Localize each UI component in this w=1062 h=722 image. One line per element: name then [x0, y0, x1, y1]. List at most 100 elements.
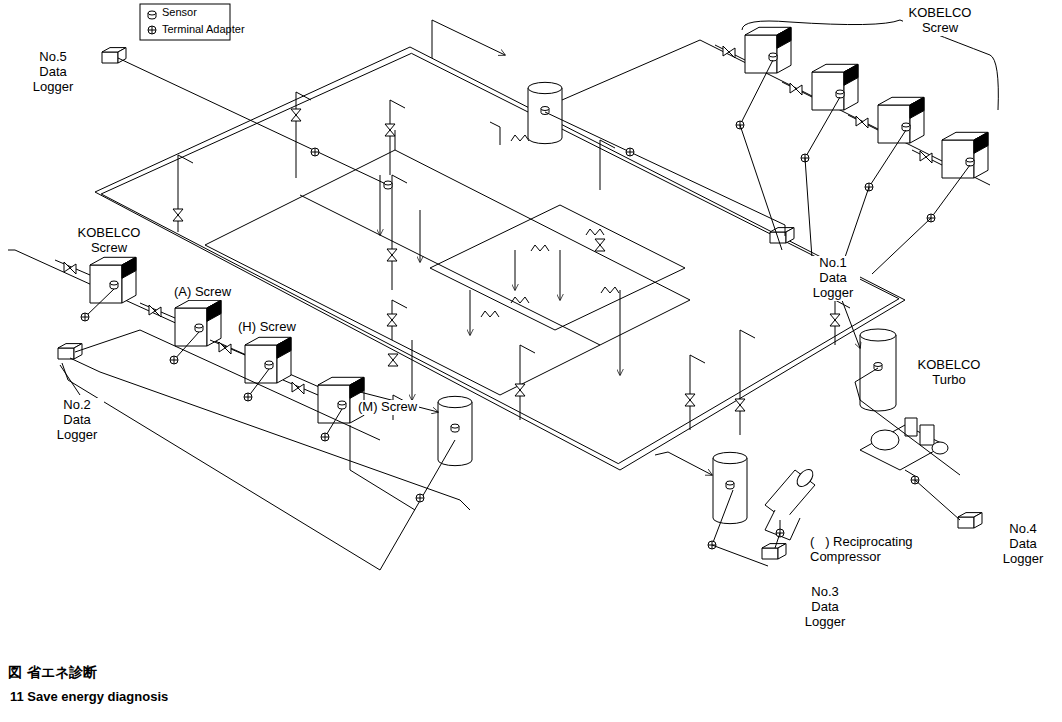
- valve-symbol: [387, 249, 397, 261]
- air-receiver-tank: [438, 402, 472, 466]
- pipe: [350, 425, 415, 510]
- pipe: [392, 300, 407, 340]
- part-label: No.3 Data Logger: [798, 585, 852, 630]
- pipe: [931, 165, 970, 218]
- valve-symbol: [735, 399, 745, 411]
- pipe: [740, 125, 782, 250]
- pipe: [520, 345, 535, 420]
- figure-caption: 図 省エネ診断: [8, 664, 97, 682]
- pipe: [490, 122, 500, 145]
- pipe: [390, 100, 405, 175]
- pipe: [712, 545, 768, 566]
- part-label: KOBELCO Screw: [903, 6, 977, 36]
- pipe: [775, 533, 780, 548]
- pipe: [655, 452, 712, 475]
- valve-symbol: [830, 314, 840, 326]
- black-band: [974, 132, 988, 153]
- pipe: [380, 175, 381, 235]
- valve-symbol: [64, 262, 76, 274]
- pipe: [620, 290, 621, 375]
- pipe: [869, 130, 906, 187]
- pipe: [392, 175, 407, 290]
- valve-symbol: [856, 116, 868, 128]
- valve-symbol: [387, 314, 397, 326]
- pipe: [470, 290, 471, 335]
- compressor-body: [102, 52, 118, 63]
- check-valve-symbol: [586, 229, 604, 235]
- terminal-adapter: [170, 356, 178, 364]
- pipe: [740, 60, 773, 125]
- terminal-adapter: [81, 313, 89, 321]
- pipe: [712, 490, 733, 545]
- air-receiver-tank: [713, 458, 747, 524]
- compressor-body: [58, 348, 74, 359]
- air-receiver-tank: [860, 335, 896, 411]
- check-valve-symbol: [511, 135, 529, 141]
- pipe: [560, 250, 561, 300]
- compressor-body: [812, 72, 844, 110]
- compressor-body: [958, 517, 974, 528]
- black-band: [777, 27, 791, 48]
- check-valve-symbol: [601, 287, 619, 293]
- pipe: [412, 340, 413, 400]
- pipe: [912, 150, 942, 165]
- black-band: [207, 300, 221, 321]
- pipe: [205, 150, 690, 395]
- valve-symbol: [149, 305, 161, 317]
- black-band: [122, 257, 136, 278]
- part-label: KOBELCO Screw: [72, 226, 146, 256]
- pipe: [872, 218, 931, 274]
- valve-symbol: [173, 209, 183, 221]
- pipe: [782, 82, 812, 97]
- pipe: [715, 45, 745, 60]
- terminal-adapter: [311, 148, 319, 156]
- figure-subtitle: 11 Save energy diagnosis: [8, 690, 170, 705]
- pipe: [8, 250, 360, 405]
- valve-symbol: [723, 46, 735, 58]
- pipe: [432, 20, 505, 58]
- valve-symbol: [920, 151, 932, 163]
- pipe: [848, 115, 878, 130]
- pipe: [118, 58, 388, 185]
- pipe: [62, 363, 455, 570]
- pipe: [55, 260, 90, 275]
- part-label: (A) Screw: [172, 285, 233, 300]
- valve-symbol: [292, 382, 304, 394]
- valve-symbol: [515, 384, 525, 396]
- main-ring-pipe: [95, 47, 905, 470]
- pipe: [283, 380, 318, 395]
- pipe: [515, 250, 516, 290]
- terminal-adapter: [416, 494, 424, 502]
- compressor-body: [245, 345, 277, 383]
- pipe: [210, 340, 245, 355]
- black-band: [844, 64, 858, 85]
- pipe: [915, 480, 960, 520]
- black-band: [350, 377, 364, 398]
- part-label: No.1 Data Logger: [806, 256, 860, 301]
- legend-text: Terminal Adapter: [162, 23, 245, 35]
- pipe: [740, 330, 755, 435]
- check-valve-symbol: [531, 245, 549, 251]
- legend-text: Sensor: [162, 6, 197, 18]
- valve-symbol: [388, 354, 398, 366]
- part-label: (M) Screw: [356, 400, 419, 415]
- pipe: [842, 187, 869, 266]
- pipe: [690, 355, 705, 430]
- pipe: [395, 130, 396, 150]
- pipe: [430, 205, 685, 330]
- valve-symbol: [685, 394, 695, 406]
- pipe: [905, 470, 915, 476]
- compressor-body: [762, 548, 778, 559]
- black-band: [910, 97, 924, 118]
- valve-symbol: [291, 109, 301, 121]
- terminal-adapter: [321, 433, 329, 441]
- pipe: [420, 210, 421, 262]
- part-label: No.4 Data Logger: [996, 522, 1050, 567]
- compressor-body: [942, 140, 974, 178]
- part-label: No.2 Data Logger: [50, 398, 104, 443]
- valve-symbol: [385, 124, 395, 136]
- pipe: [60, 365, 80, 395]
- terminal-adapter: [148, 26, 156, 34]
